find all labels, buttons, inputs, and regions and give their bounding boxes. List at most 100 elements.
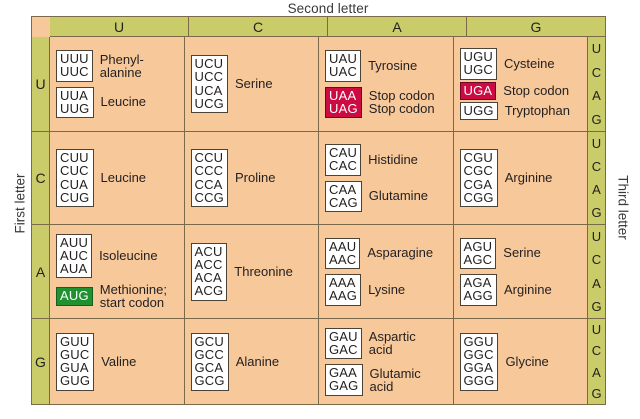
codon-aac: AAC bbox=[329, 251, 357, 267]
codon-aaa: AAA bbox=[329, 275, 356, 290]
codon-auu: AUU bbox=[60, 234, 89, 250]
third-letter-a: A bbox=[592, 182, 601, 197]
third-letter-c: C bbox=[591, 64, 602, 80]
codon-acc: ACC bbox=[194, 256, 223, 272]
codon-caa: CAA bbox=[329, 181, 357, 197]
codon-gcc: GCC bbox=[194, 346, 224, 362]
amino-acid-label: Phenyl- alanine bbox=[99, 51, 144, 80]
codon-agg: AGG bbox=[463, 288, 493, 304]
second-letter-header-u: U bbox=[50, 17, 189, 37]
codon-acu: ACU bbox=[194, 243, 223, 259]
amino-acid-label: Leucine bbox=[100, 170, 147, 186]
codon-ggg: GGG bbox=[463, 373, 495, 389]
second-letter-header-c: C bbox=[189, 17, 328, 37]
codon-ucu: UCU bbox=[194, 56, 224, 71]
first-letter-a: A bbox=[32, 225, 49, 319]
codon-ugg: UGG bbox=[463, 102, 494, 118]
third-letter-c: C bbox=[591, 159, 602, 174]
third-letter-a: A bbox=[592, 275, 601, 291]
codon-gga: GGA bbox=[463, 360, 493, 375]
codon-aug: AUG bbox=[60, 288, 89, 304]
amino-acid-label: Glutamic acid bbox=[369, 365, 421, 394]
amino-acid-label: Serine bbox=[235, 76, 273, 92]
codon-aca: ACA bbox=[194, 270, 222, 285]
amino-acid-label: Glycine bbox=[505, 353, 549, 369]
second-letter-header-g: G bbox=[467, 17, 605, 37]
codon-agu: AGU bbox=[463, 238, 493, 254]
codon-ugu: UGU bbox=[463, 49, 493, 64]
amino-acid-label: Methionine; start codon bbox=[99, 282, 167, 311]
codon-cga: CGA bbox=[463, 176, 493, 192]
codon-ccg: CCG bbox=[194, 189, 224, 205]
codon-cuu: CUU bbox=[60, 150, 89, 165]
codon-gcg: GCG bbox=[194, 373, 225, 389]
codon-ggc: GGC bbox=[463, 346, 494, 362]
codon-uac: UAC bbox=[329, 64, 358, 80]
codon-acg: ACG bbox=[194, 283, 224, 299]
amino-acid-label: Stop codon Stop codon bbox=[368, 88, 435, 117]
codon-gca: GCA bbox=[194, 360, 224, 375]
codon-gua: GUA bbox=[60, 360, 89, 375]
amino-acid-label: Stop codon bbox=[503, 82, 570, 98]
codon-uug: UUG bbox=[60, 100, 90, 116]
first-letter-u: U bbox=[32, 37, 49, 132]
first-letter-c: C bbox=[32, 132, 49, 225]
codon-aau: AAU bbox=[329, 238, 357, 254]
codon-cua: CUA bbox=[60, 176, 89, 192]
amino-acid-label: Arginine bbox=[504, 281, 552, 297]
amino-acid-label: Tyrosine bbox=[368, 57, 418, 73]
codon-cag: CAG bbox=[329, 194, 358, 210]
codon-ugc: UGC bbox=[463, 62, 493, 78]
codon-guc: GUC bbox=[60, 346, 90, 362]
codon-aag: AAG bbox=[329, 288, 358, 304]
codon-cgg: CGG bbox=[463, 189, 494, 205]
amino-acid-label: Asparagine bbox=[367, 245, 434, 261]
